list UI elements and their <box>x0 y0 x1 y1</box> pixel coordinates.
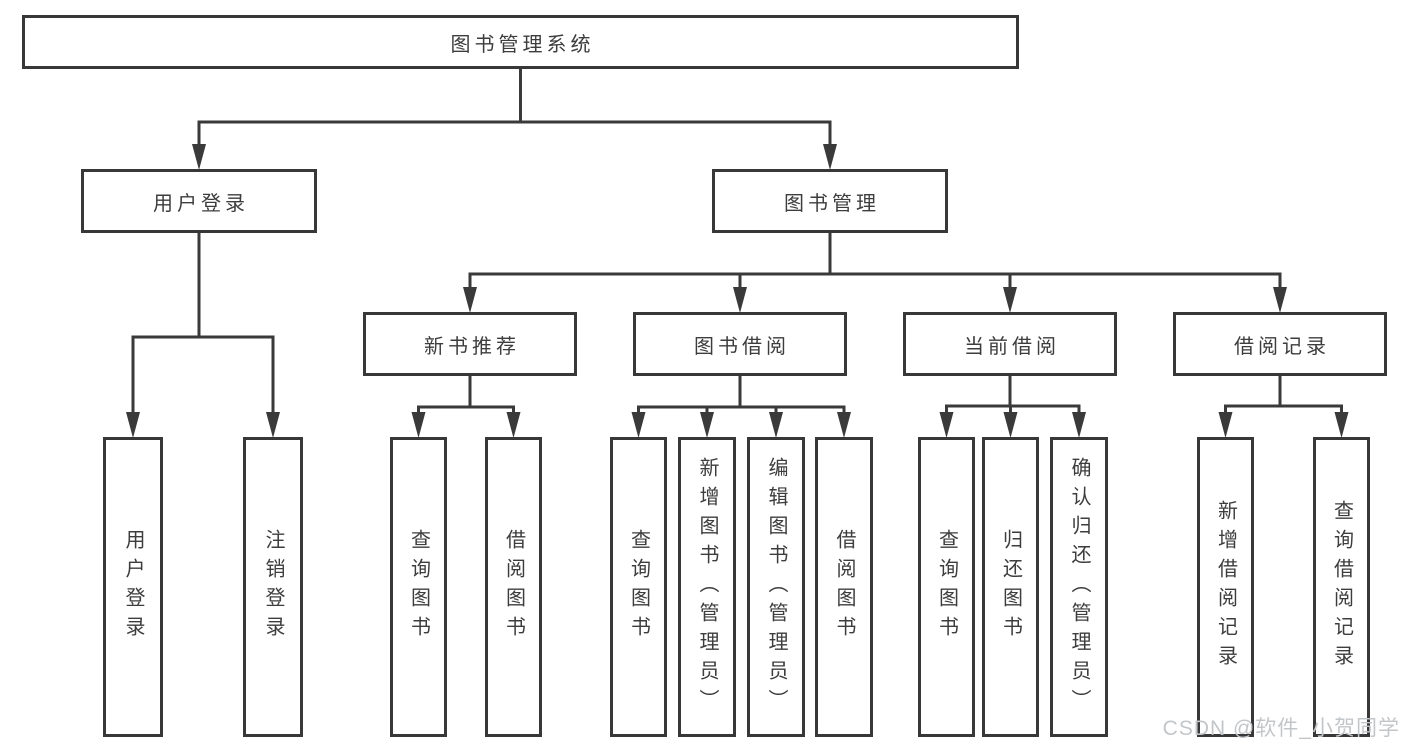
arrowhead-icon <box>939 412 954 438</box>
node-label: 借阅记录 <box>1234 335 1330 358</box>
node-book-mgmt: 图书管理 <box>712 169 948 233</box>
node-label: 借阅图书 <box>833 529 855 645</box>
node-label: 用户登录 <box>153 192 249 215</box>
node-leaf-query-borrow-record: 查询借阅记录 <box>1313 437 1370 737</box>
arrowhead-icon <box>769 412 783 438</box>
node-label: 图书借阅 <box>694 335 790 358</box>
node-label: 查询图书 <box>407 529 430 645</box>
arrowhead-icon <box>823 144 837 170</box>
node-leaf-add-borrow-record: 新增借阅记录 <box>1197 437 1254 737</box>
node-label: 查询借阅记录 <box>1330 500 1353 674</box>
node-label: 图书管理系统 <box>450 33 595 56</box>
arrowhead-icon <box>1072 412 1086 438</box>
arrowhead-icon <box>192 144 206 170</box>
watermark: CSDN @软件_小贺同学 <box>1162 717 1400 740</box>
arrowhead-icon <box>411 412 426 438</box>
node-label: 编辑图书（管理员） <box>765 456 787 718</box>
node-new-book-rec: 新书推荐 <box>363 312 577 376</box>
node-current-borrow: 当前借阅 <box>903 312 1117 376</box>
arrowhead-icon <box>1218 412 1233 438</box>
node-leaf-user-login: 用户登录 <box>103 437 163 737</box>
arrowhead-icon <box>631 412 646 438</box>
node-leaf-query-book-1: 查询图书 <box>390 437 447 737</box>
arrowhead-icon <box>700 412 714 438</box>
node-leaf-borrow-book-1: 借阅图书 <box>485 437 542 737</box>
node-label: 查询图书 <box>627 529 650 645</box>
node-borrow-records: 借阅记录 <box>1173 312 1387 376</box>
arrowhead-icon <box>1003 412 1018 438</box>
node-label: 新增图书（管理员） <box>696 456 718 718</box>
node-label: 查询图书 <box>935 529 958 645</box>
node-leaf-logout: 注销登录 <box>243 437 303 737</box>
node-label: 用户登录 <box>122 529 144 645</box>
node-label: 确认归还（管理员） <box>1068 456 1090 718</box>
arrowhead-icon <box>733 287 747 313</box>
node-label: 当前借阅 <box>964 335 1060 358</box>
node-book-borrow: 图书借阅 <box>633 312 847 376</box>
node-leaf-query-book-3: 查询图书 <box>918 437 975 737</box>
node-label: 新书推荐 <box>424 335 520 358</box>
node-label: 归还图书 <box>999 529 1022 645</box>
node-leaf-borrow-book-2: 借阅图书 <box>815 437 873 737</box>
node-label: 新增借阅记录 <box>1214 500 1237 674</box>
arrowhead-icon <box>1273 287 1287 313</box>
node-leaf-return-book: 归还图书 <box>982 437 1039 737</box>
node-leaf-confirm-return: 确认归还（管理员） <box>1050 437 1108 737</box>
node-leaf-edit-book: 编辑图书（管理员） <box>747 437 805 737</box>
node-user-login: 用户登录 <box>81 169 317 233</box>
node-label: 借阅图书 <box>502 529 525 645</box>
arrowhead-icon <box>126 412 140 438</box>
arrowhead-icon <box>1003 287 1017 313</box>
arrowhead-icon <box>506 412 521 438</box>
node-label: 注销登录 <box>262 529 284 645</box>
arrowhead-icon <box>463 287 477 313</box>
node-root: 图书管理系统 <box>22 15 1019 69</box>
node-leaf-add-book: 新增图书（管理员） <box>678 437 736 737</box>
arrowhead-icon <box>1334 412 1349 438</box>
node-label: 图书管理 <box>784 192 880 215</box>
arrowhead-icon <box>266 412 280 438</box>
node-leaf-query-book-2: 查询图书 <box>610 437 667 737</box>
arrowhead-icon <box>837 412 851 438</box>
